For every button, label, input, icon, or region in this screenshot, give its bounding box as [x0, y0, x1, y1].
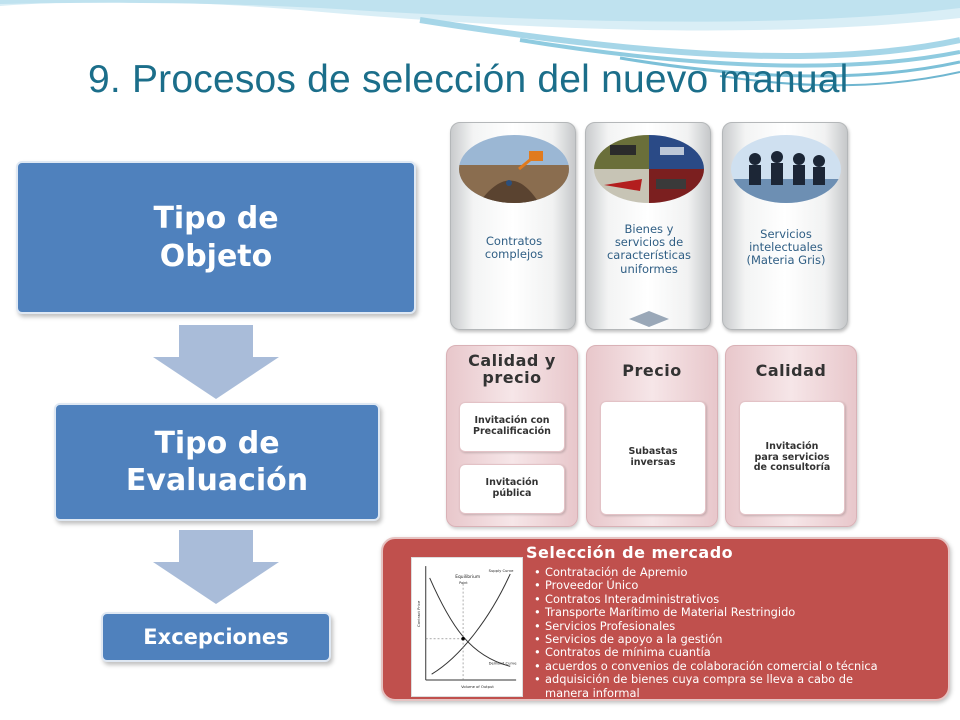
down-arrow-icon [153, 530, 279, 604]
card-bienes-servicios: Bienes y servicios de características un… [585, 122, 711, 330]
graph-demand-label: Demand Curve [489, 661, 518, 665]
list-item: Contratos Interadministrativos [534, 592, 878, 607]
eval-calidad: Calidad Invitación para servicios de con… [725, 345, 857, 527]
tipo-evaluacion-label: Tipo de Evaluación [125, 425, 309, 499]
list-item: acuerdos o convenios de colaboración com… [534, 659, 878, 674]
graph-x-label: Volume of Output [461, 685, 494, 689]
excepciones-box: Excepciones [101, 612, 331, 662]
list-item: Proveedor Único [534, 578, 878, 593]
card-label: Servicios intelectuales (Materia Gris) [746, 227, 826, 268]
graph-y-label: Contract Price [417, 600, 421, 627]
page-title: 9. Procesos de selección del nuevo manua… [88, 58, 849, 101]
list-item: Contratación de Apremio [534, 565, 878, 580]
tipo-objeto-box: Tipo de Objeto [16, 161, 416, 314]
header-wave-decoration [0, 0, 960, 87]
down-arrow-icon [153, 325, 279, 399]
market-list: Contratación de Apremio Proveedor Único … [534, 565, 878, 700]
graph-equilibrium-label: Equilibrium [455, 574, 480, 580]
list-item: Transporte Marítimo de Material Restring… [534, 605, 878, 620]
eval-calidad-precio: Calidad y precio Invitación con Precalif… [446, 345, 578, 527]
eval-item: Invitación para servicios de consultoría [739, 401, 845, 515]
eval-item: Invitación pública [459, 464, 565, 514]
eval-header: Calidad y precio [468, 351, 556, 387]
graph-point-label: Point [459, 581, 468, 585]
tools-collage-icon [594, 135, 704, 203]
list-item: adquisición de bienes cuya compra se lle… [534, 673, 878, 700]
list-item: Servicios Profesionales [534, 619, 878, 634]
expand-chevron-icon [629, 311, 669, 327]
meeting-photo-icon [731, 135, 841, 203]
excepciones-label: Excepciones [143, 624, 289, 649]
eval-precio: Precio Subastas inversas [586, 345, 718, 527]
card-servicios-intelectuales: Servicios intelectuales (Materia Gris) [722, 122, 848, 330]
graph-supply-label: Supply Curve [489, 569, 515, 573]
construction-photo-icon [459, 135, 569, 203]
card-label: Contratos complejos [484, 234, 544, 262]
eval-header: Calidad [755, 361, 827, 380]
card-contratos-complejos: Contratos complejos [450, 122, 576, 330]
tipo-evaluacion-box: Tipo de Evaluación [54, 403, 380, 521]
eval-header: Precio [622, 361, 682, 380]
card-label: Bienes y servicios de características un… [606, 222, 692, 276]
list-item: Servicios de apoyo a la gestión [534, 632, 878, 647]
list-item: Contratos de mínima cuantía [534, 646, 878, 661]
tipo-objeto-label: Tipo de Objeto [153, 201, 279, 274]
supply-demand-graph: Equilibrium Point Supply Curve Demand Cu… [411, 557, 523, 697]
seleccion-mercado-panel: Selección de mercado Equilibrium Point S… [381, 537, 950, 701]
market-title: Selección de mercado [526, 543, 734, 562]
eval-item: Invitación con Precalificación [459, 402, 565, 452]
eval-item: Subastas inversas [600, 401, 706, 515]
